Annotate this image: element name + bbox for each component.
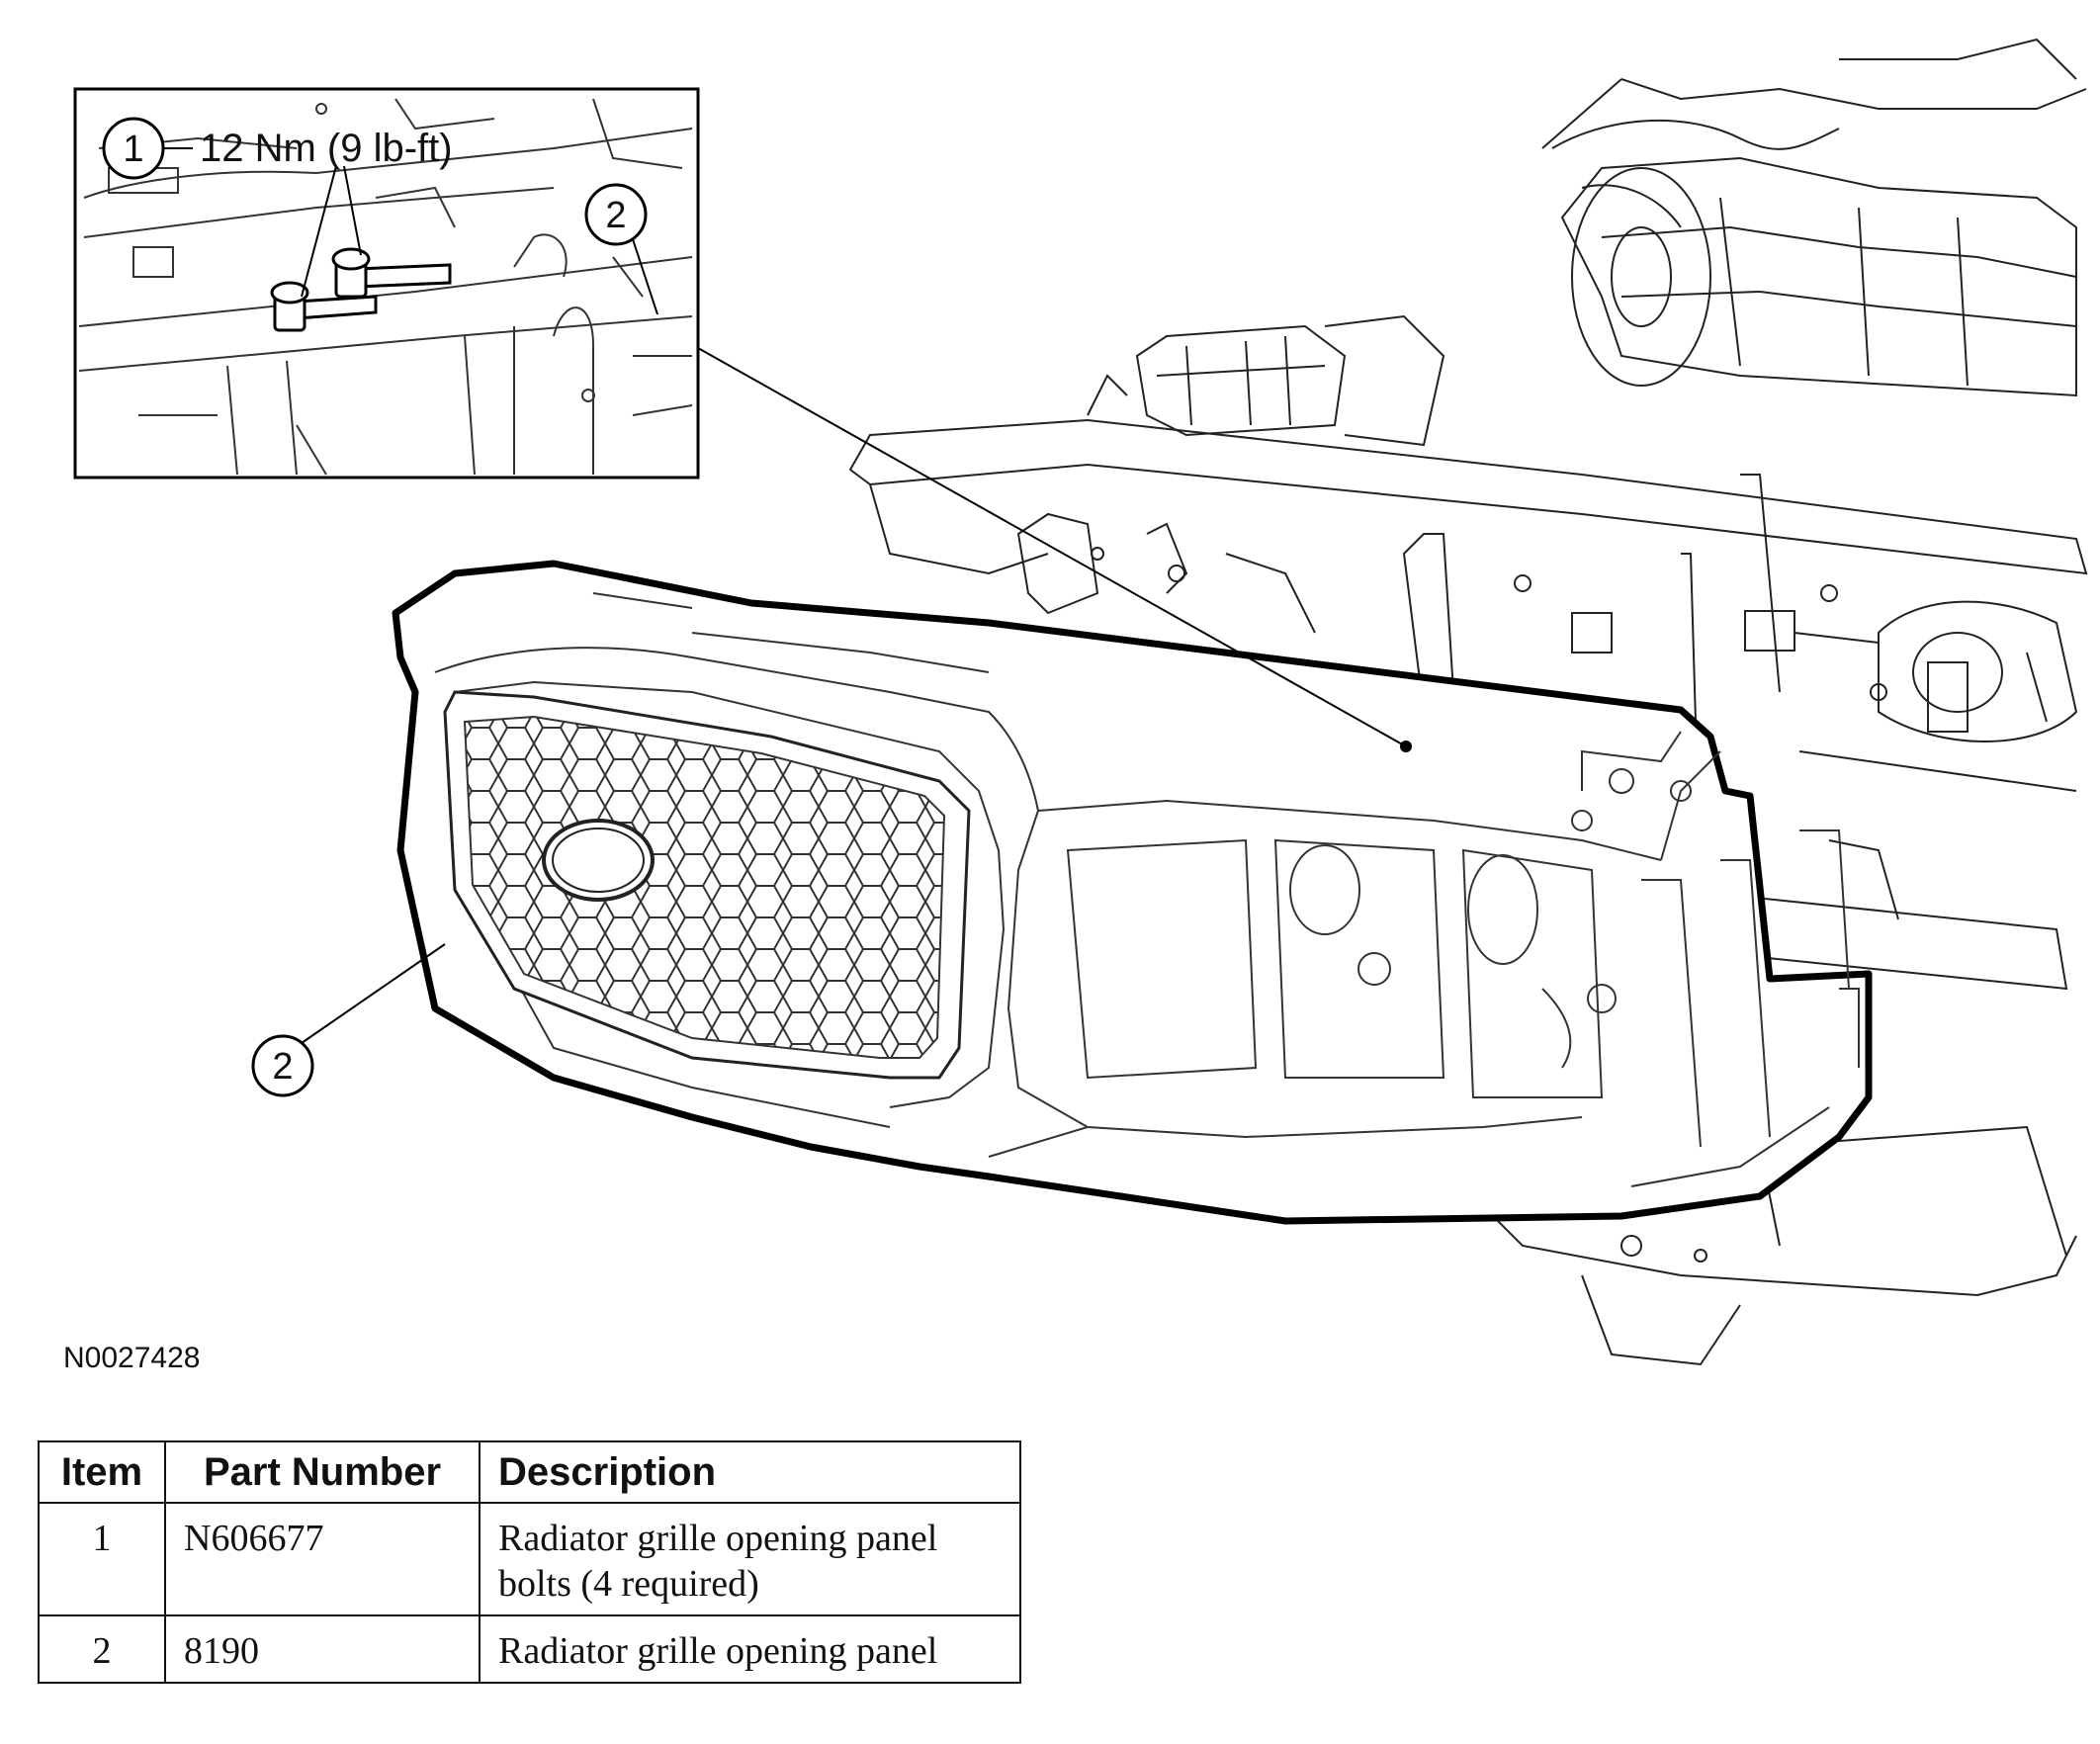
cell-part-number: N606677 (164, 1502, 481, 1616)
parts-table: Item Part Number Description 1 N606677 R… (38, 1440, 1021, 1684)
callout-1-label: 1 (123, 129, 143, 170)
cell-item: 2 (38, 1614, 166, 1684)
table-row: 2 8190 Radiator grille opening panel (38, 1614, 1021, 1684)
table-header-row: Item Part Number Description (38, 1440, 1021, 1504)
vehicle-front-structure (848, 38, 2088, 1366)
header-description: Description (479, 1440, 1021, 1504)
table-row: 1 N606677 Radiator grille opening panel … (38, 1502, 1021, 1616)
figure-code: N0027428 (63, 1342, 200, 1374)
inset-leader-line (697, 347, 1407, 747)
torque-spec: 12 Nm (9 lb-ft) (200, 127, 453, 170)
cell-description: Radiator grille opening panel (479, 1614, 1021, 1684)
detail-inset: 1 12 Nm (9 lb-ft) 2 (73, 87, 700, 480)
cell-description: Radiator grille opening panel bolts (4 r… (479, 1502, 1021, 1616)
header-part-number: Part Number (164, 1440, 481, 1504)
callout-2-inset-label: 2 (605, 195, 626, 236)
description-line: Radiator grille opening panel (498, 1518, 938, 1559)
description-line: bolts (4 required) (498, 1563, 759, 1605)
callout-2-main-label: 2 (272, 1046, 293, 1088)
grille-opening-panel (392, 560, 1873, 1225)
panel-bolt (270, 247, 452, 332)
description-line: Radiator grille opening panel (498, 1630, 938, 1672)
callout-2-main: 2 (251, 943, 446, 1097)
cell-item: 1 (38, 1502, 166, 1616)
header-item: Item (38, 1440, 166, 1504)
cell-part-number: 8190 (164, 1614, 481, 1684)
